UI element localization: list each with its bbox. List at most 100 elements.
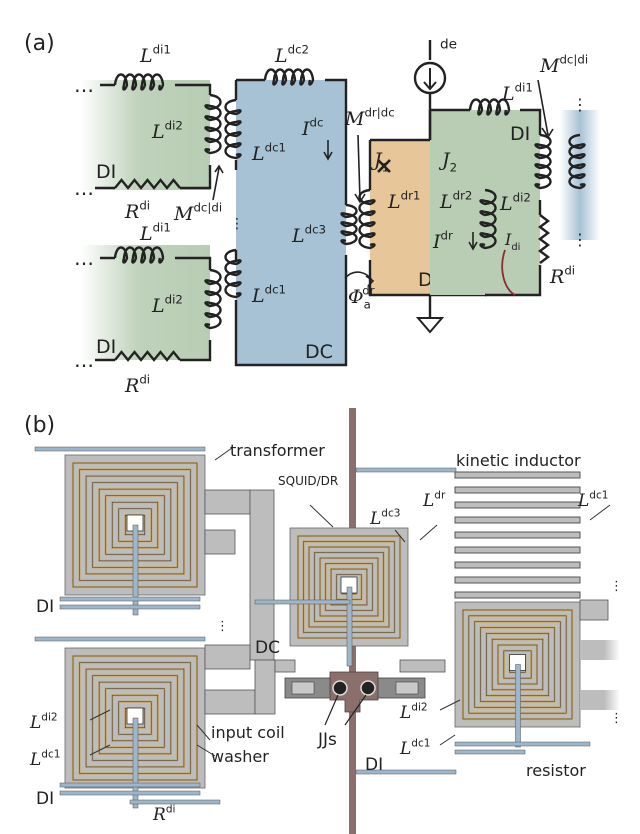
inductor-label: Ldi1 <box>139 42 171 67</box>
washer-right <box>454 601 581 748</box>
ellipsis: … <box>74 246 94 270</box>
inductor-label: Ldi1 <box>139 220 171 245</box>
dc-label: DC <box>255 638 280 658</box>
di-label: DI <box>96 161 116 183</box>
inductor-label: Ldi2 <box>151 292 183 317</box>
junction-icon <box>377 159 475 173</box>
di-right-fill <box>430 110 540 295</box>
current-arrow-icon <box>323 140 333 161</box>
squid-washer <box>289 527 409 667</box>
inductor-label: Ldi2 <box>399 701 428 723</box>
junction-icon <box>360 680 376 696</box>
di-lower-left-fill <box>80 245 210 360</box>
pointer-lines <box>89 447 611 757</box>
resistor-icon <box>538 214 550 264</box>
inductor-coil-icon <box>204 93 222 155</box>
di-upper-left-fill <box>80 80 210 190</box>
dc-fill <box>236 80 346 365</box>
inductor-coil-icon <box>113 246 165 264</box>
dc-transformer-strips <box>204 489 620 715</box>
ground-icon <box>415 317 445 334</box>
current-label: Idc <box>301 115 323 140</box>
di-traces <box>34 446 591 805</box>
ellipsis: … <box>74 176 94 200</box>
inductor-label: Ldi2 <box>29 711 58 733</box>
transformer-label: transformer <box>230 441 325 460</box>
kinetic-inductor-label: kinetic inductor <box>456 451 581 470</box>
washer-upper-left <box>64 454 206 616</box>
resistor-label: Rdi <box>124 372 150 397</box>
inductor-coil-icon <box>568 133 586 190</box>
di-label: DI <box>36 789 54 809</box>
mutual-inductance-label: Mdr|dc <box>344 105 395 130</box>
kinetic-inductor-meander <box>454 471 581 599</box>
current-loop-arrow-icon <box>501 249 516 296</box>
panel-a-label: (a) <box>24 31 55 56</box>
inductor-label: Ldc1 <box>251 140 286 165</box>
resistors <box>114 178 550 362</box>
junction-label: J2 <box>438 149 457 175</box>
vertical-ellipsis: ⋮ <box>572 230 588 249</box>
inductor-label: Ldc3 <box>291 222 326 247</box>
resistor-icon <box>114 350 181 362</box>
vertical-ellipsis: ⋮ <box>610 579 623 594</box>
inductor-coil-icon <box>204 268 222 330</box>
mutual-inductance-label: Mdc|di <box>539 52 588 77</box>
mutual-arrow-icon <box>212 164 224 201</box>
ellipsis: … <box>74 348 94 372</box>
inductor-label: Ldc2 <box>274 42 309 67</box>
input-coil-label: input coil <box>211 723 285 742</box>
panel-b-label: (b) <box>24 413 55 438</box>
resistor-label: Rdi <box>549 263 575 288</box>
flux-label: Φadr <box>348 283 375 311</box>
di-lower-left-block: … … DI <box>74 245 212 372</box>
flux-arrow-icon <box>344 271 375 287</box>
vertical-ellipsis: ⋮ <box>216 619 229 634</box>
inductor-label: Ldc1 <box>399 737 430 759</box>
resistor-icon <box>114 178 181 190</box>
dc-block: DC ⋮ <box>230 78 348 367</box>
ellipsis: … <box>74 73 94 97</box>
inductor-label: Ldi1 <box>501 80 533 105</box>
inductor-coil-icon <box>358 188 376 250</box>
washer-lower-left <box>64 647 206 809</box>
inductor-coil-icon <box>340 203 358 246</box>
resistor-label: resistor <box>526 761 586 780</box>
inductor-label: Ldr1 <box>387 188 420 213</box>
inductor-coil-icon <box>224 248 242 299</box>
vertical-ellipsis: ⋮ <box>572 95 588 114</box>
di-label: DI <box>365 755 383 775</box>
inductor-label: Ldi2 <box>151 118 183 143</box>
di-label: DI <box>36 597 54 617</box>
di-upper-left-block: … … DI <box>74 73 212 200</box>
washer-label: washer <box>211 747 269 766</box>
mutual-arrow-icon <box>354 134 366 204</box>
junction-label: J1 <box>370 149 389 175</box>
junction-icon <box>332 680 348 696</box>
inductor-label: Ldi2 <box>499 190 531 215</box>
vertical-ellipsis: ⋮ <box>230 216 244 232</box>
inductor-label: Ldc1 <box>29 748 60 770</box>
washers <box>64 454 581 809</box>
mutual-arrow-icon <box>537 79 554 139</box>
resistor-label: Rdi <box>124 198 150 223</box>
dc-label: DC <box>305 341 333 363</box>
inductor-coil-icon <box>468 98 511 116</box>
inductor-coil-icon <box>113 73 165 91</box>
current-label: Idi <box>504 230 520 253</box>
vertical-ellipsis: ⋮ <box>610 711 623 726</box>
inductor-coils <box>113 68 586 330</box>
di-label: DI <box>510 123 530 145</box>
inductor-coil-icon <box>534 133 552 190</box>
current-label: Idr <box>432 228 453 253</box>
inductor-coil-icon <box>224 98 242 160</box>
bias-current-label: de <box>440 37 457 53</box>
inductor-label: Ldc1 <box>577 489 608 511</box>
current-source <box>413 40 447 334</box>
inductor-label: Ldr2 <box>439 188 472 213</box>
di-right-block: DI ⋮ ⋮ <box>428 95 600 297</box>
